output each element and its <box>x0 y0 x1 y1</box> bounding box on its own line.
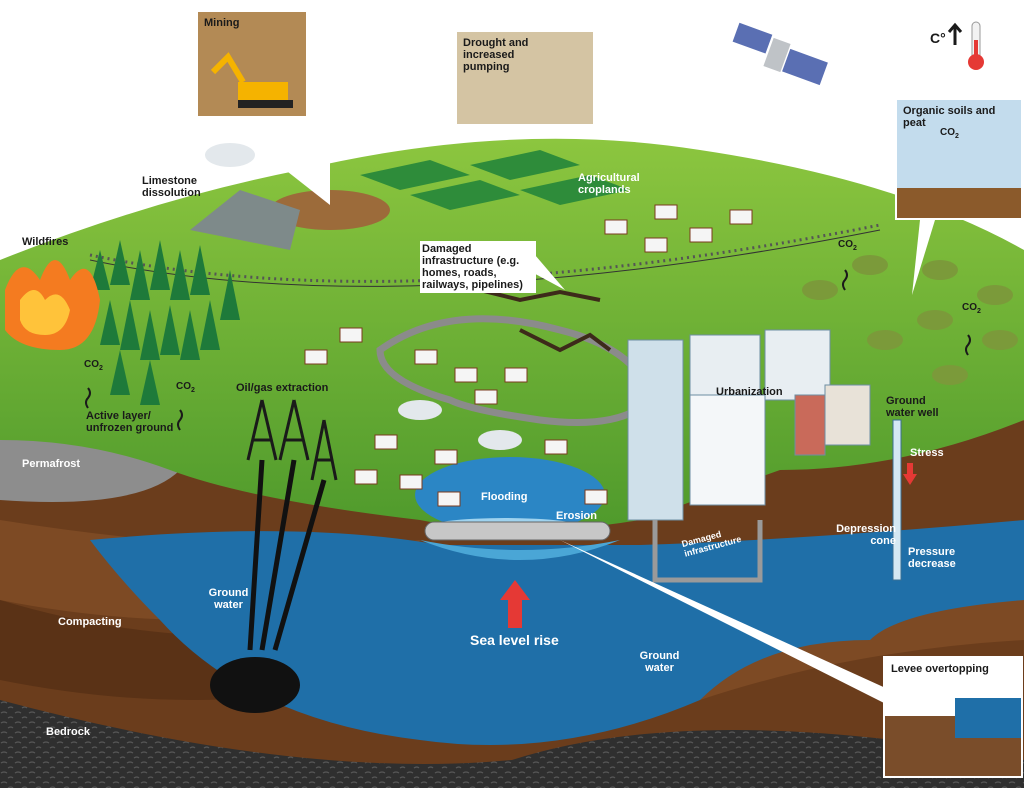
cropland-fields <box>360 150 630 210</box>
organic-soils-label: Organic soils and peat <box>903 105 996 129</box>
drought-label: Drought and increased pumping <box>463 37 529 73</box>
pressure-decrease-label: Pressure decrease <box>908 546 956 570</box>
mining-callout: Mining <box>196 10 308 118</box>
erosion-label: Erosion <box>556 510 597 522</box>
co2-label-permafrost: CO2 <box>84 359 103 373</box>
active-layer-label: Active layer/ unfrozen ground <box>86 410 174 434</box>
forest <box>90 240 240 405</box>
urbanization-label: Urbanization <box>716 386 783 398</box>
co2-label-peat-right: CO2 <box>962 302 981 316</box>
mine-pit <box>270 190 390 230</box>
sar-satellite-label: SAR satellite <box>702 40 743 64</box>
levee-callout: Levee overtopping <box>883 656 1023 778</box>
compacting-label: Compacting <box>58 616 122 628</box>
peat-vegetation <box>802 255 1018 385</box>
oil-gas-label: Oil/gas extraction <box>236 382 329 394</box>
ground-water-well-label: Ground water well <box>886 395 939 419</box>
satellite-icon <box>732 22 828 86</box>
ground-water-right-label: Ground water <box>639 650 680 674</box>
down-arrow-icon <box>903 463 917 485</box>
drought-callout: Drought and increased pumping <box>455 30 595 126</box>
drilling-rig-icon <box>246 399 338 481</box>
thermometer-icon <box>947 21 984 70</box>
co2-label-organic-callout: CO2 <box>940 127 959 141</box>
co2-label-peat-left: CO2 <box>838 239 857 253</box>
building-icon <box>627 329 871 521</box>
organic-soils-callout: Organic soils and peat <box>895 98 1023 220</box>
pipeline <box>652 520 763 583</box>
levee-label: Levee overtopping <box>891 663 989 675</box>
rain-cloud-icon <box>205 143 522 450</box>
bedrock-label: Bedrock <box>46 726 91 738</box>
ground-water-body <box>90 520 1024 745</box>
co2-emission-icon <box>85 269 971 431</box>
stress-label: Stress <box>910 447 944 459</box>
flood-water <box>415 457 605 533</box>
water-well <box>892 419 902 581</box>
up-arrow-icon <box>500 580 530 628</box>
levee <box>424 521 611 541</box>
depression-cone-label: Depression cone <box>836 523 896 547</box>
wildfires-label: Wildfires <box>22 236 69 248</box>
oil-well-pipes <box>247 459 327 651</box>
mining-label: Mining <box>204 17 240 29</box>
excavator-icon <box>210 52 293 108</box>
sea-level-rise-label: Sea level rise <box>470 632 559 648</box>
flooding-label: Flooding <box>481 491 528 503</box>
house-icon <box>304 204 753 507</box>
oil-reservoir <box>210 657 300 713</box>
limestone-label: Limestone dissolution <box>142 175 201 199</box>
ground-water-left-label: Ground water <box>208 587 249 611</box>
limestone-hill <box>190 190 300 250</box>
damaged-infrastructure-label: Damaged infrastructure (e.g. homes, road… <box>420 241 536 293</box>
temperature-unit: C° <box>930 30 946 46</box>
permafrost-label: Permafrost <box>22 458 81 470</box>
co2-label-active-layer: CO2 <box>176 381 195 395</box>
ground-crack <box>519 328 612 353</box>
croplands-label: Agricultural croplands <box>578 172 640 196</box>
